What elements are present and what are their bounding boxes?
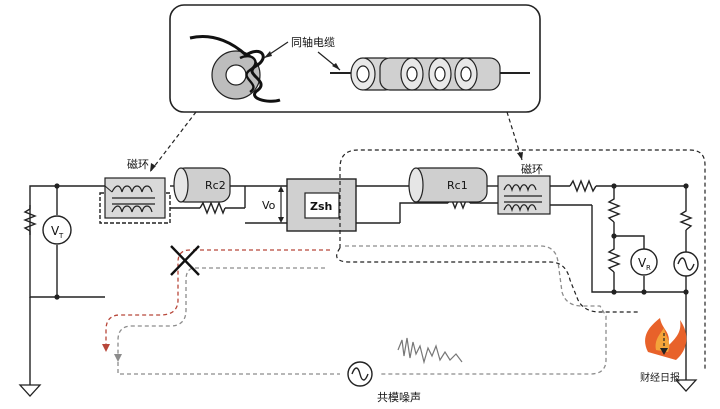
rc2-label: Rc2 — [205, 179, 226, 192]
vt-label: V — [51, 224, 60, 238]
noise-path-red — [105, 249, 330, 345]
rc1-label: Rc1 — [447, 179, 468, 192]
resistor-far-right — [679, 208, 693, 231]
common-mode-path-lower — [336, 247, 640, 313]
ferrite-left-label: 磁环 — [127, 158, 149, 171]
resistor-series — [569, 179, 597, 193]
vr-voltmeter: V R — [630, 248, 658, 276]
resistor-rc2 — [199, 201, 226, 215]
ground-right-icon — [674, 379, 698, 392]
noise-source-icon — [347, 361, 373, 387]
vr-label: V — [638, 256, 647, 270]
vt-voltmeter: V T — [42, 215, 72, 245]
common-mode-noise-label: 共模噪声 — [377, 390, 421, 404]
zsh-block — [286, 178, 357, 232]
ac-source-icon — [673, 251, 699, 277]
noise-path-gray-inner — [117, 267, 325, 355]
blocked-x-icon — [170, 245, 200, 276]
coax-label: 同轴电缆 — [291, 35, 335, 49]
ferrite-right — [497, 175, 551, 215]
vo-indicator — [278, 186, 284, 223]
ferrite-left — [99, 177, 171, 224]
ground-left-icon — [18, 384, 42, 397]
resistor-right-upper — [607, 196, 621, 223]
noise-path-gray — [345, 245, 607, 375]
cable-rc1 — [408, 167, 488, 203]
leader-right — [506, 111, 523, 161]
vr-subscript: R — [646, 264, 651, 272]
noise-waveform-icon — [397, 337, 463, 365]
vo-label: Vo — [262, 199, 276, 212]
cable-rc2 — [173, 167, 231, 203]
coax-cable-icon — [330, 57, 530, 91]
junction-dots — [54, 183, 689, 300]
circuit-wires — [29, 185, 687, 385]
resistor-right-lower — [607, 246, 621, 273]
vt-subscript: T — [58, 232, 64, 240]
watermark-logo: 财经日报 — [640, 318, 687, 384]
callout-box: 同轴电缆 — [169, 4, 541, 113]
common-mode-loop-black — [339, 149, 706, 370]
zsh-label: Zsh — [310, 200, 332, 213]
ferrite-right-label: 磁环 — [521, 163, 543, 176]
resistor-left — [23, 205, 37, 235]
watermark-text: 财经日报 — [640, 371, 680, 384]
leader-left — [149, 111, 197, 173]
toroid-winding-icon — [189, 35, 281, 103]
